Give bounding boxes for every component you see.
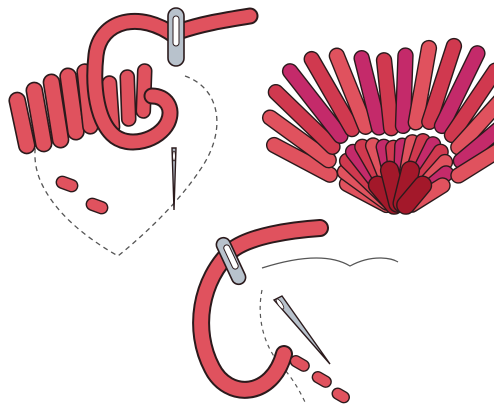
panel-finished-heart: [260, 37, 494, 218]
panel-needle-threading-detail: [201, 228, 398, 405]
needle-icon: [172, 148, 176, 210]
needle-eye-icon: [168, 8, 184, 66]
guide-curve: [262, 258, 398, 268]
panel-stitching-in-progress: [8, 8, 250, 256]
small-running-stitches: [55, 175, 110, 216]
stitch: [120, 70, 136, 126]
small-running-stitches: [288, 354, 351, 405]
